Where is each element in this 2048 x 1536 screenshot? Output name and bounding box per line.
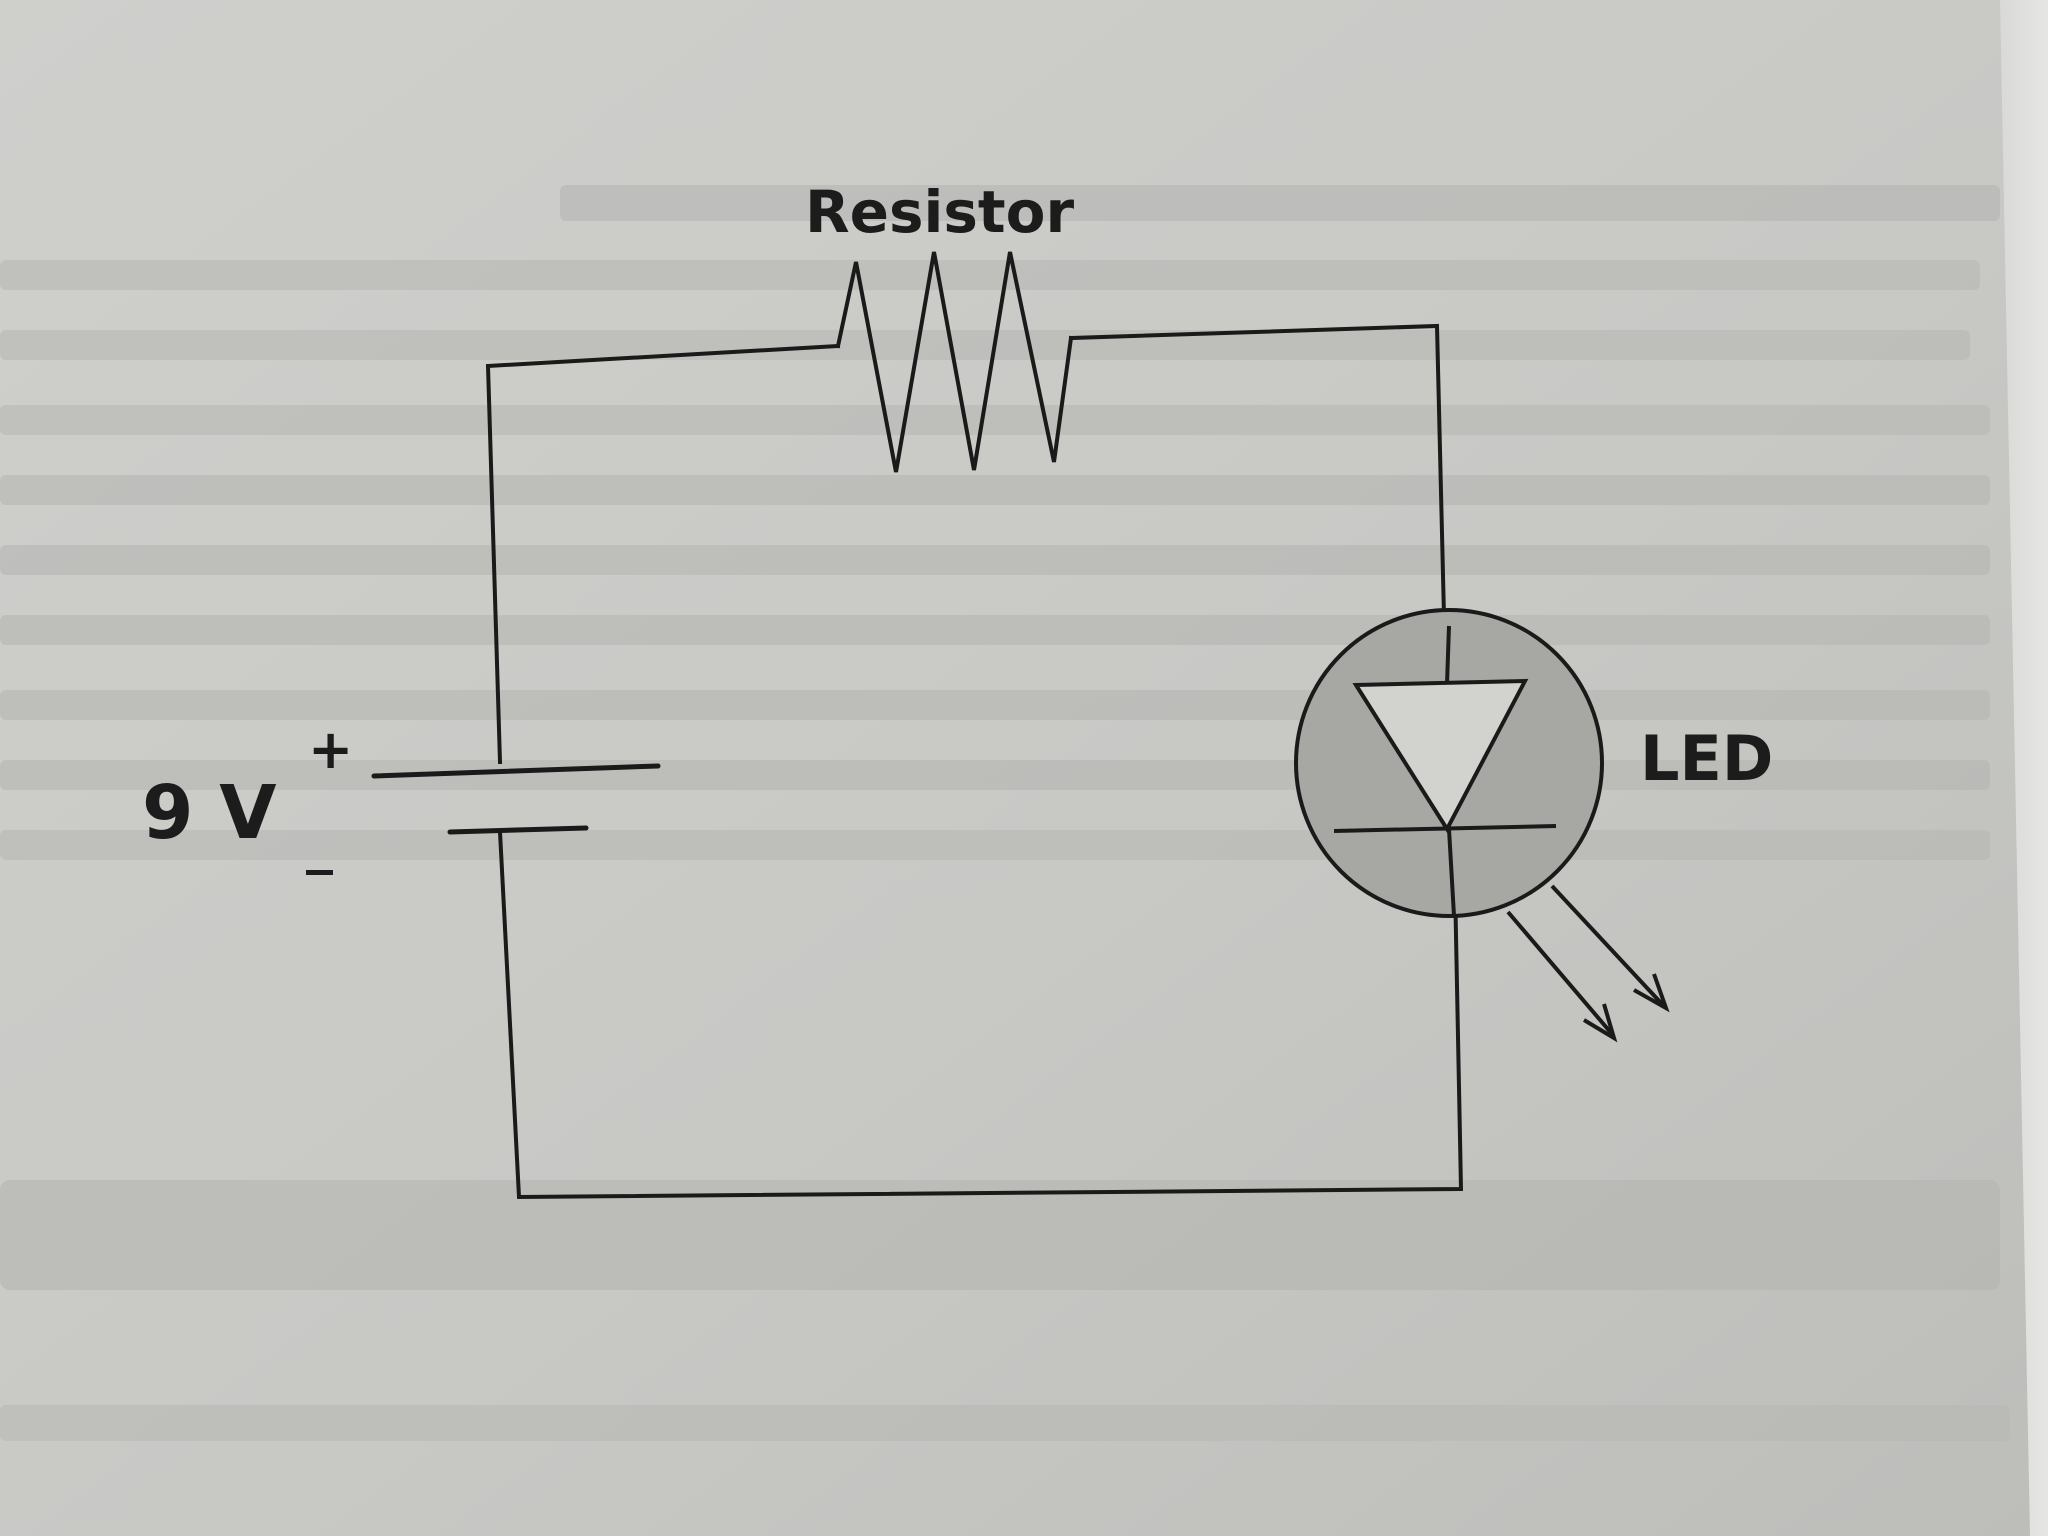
battery-symbol [371, 763, 661, 835]
led-label: LED [1640, 722, 1773, 795]
battery-minus-sign: _ [306, 812, 333, 875]
light-rays-icon [1506, 884, 1670, 1043]
battery-voltage-label: 9 V [142, 770, 277, 856]
page-edge [2000, 0, 2048, 1536]
resistor-symbol [835, 251, 1074, 473]
battery-plus-sign: + [308, 718, 353, 781]
resistor-label: Resistor [805, 178, 1074, 246]
wire-left-bottom [497, 829, 1464, 1200]
led-symbol [1294, 608, 1604, 918]
wire-left-top [485, 343, 841, 765]
